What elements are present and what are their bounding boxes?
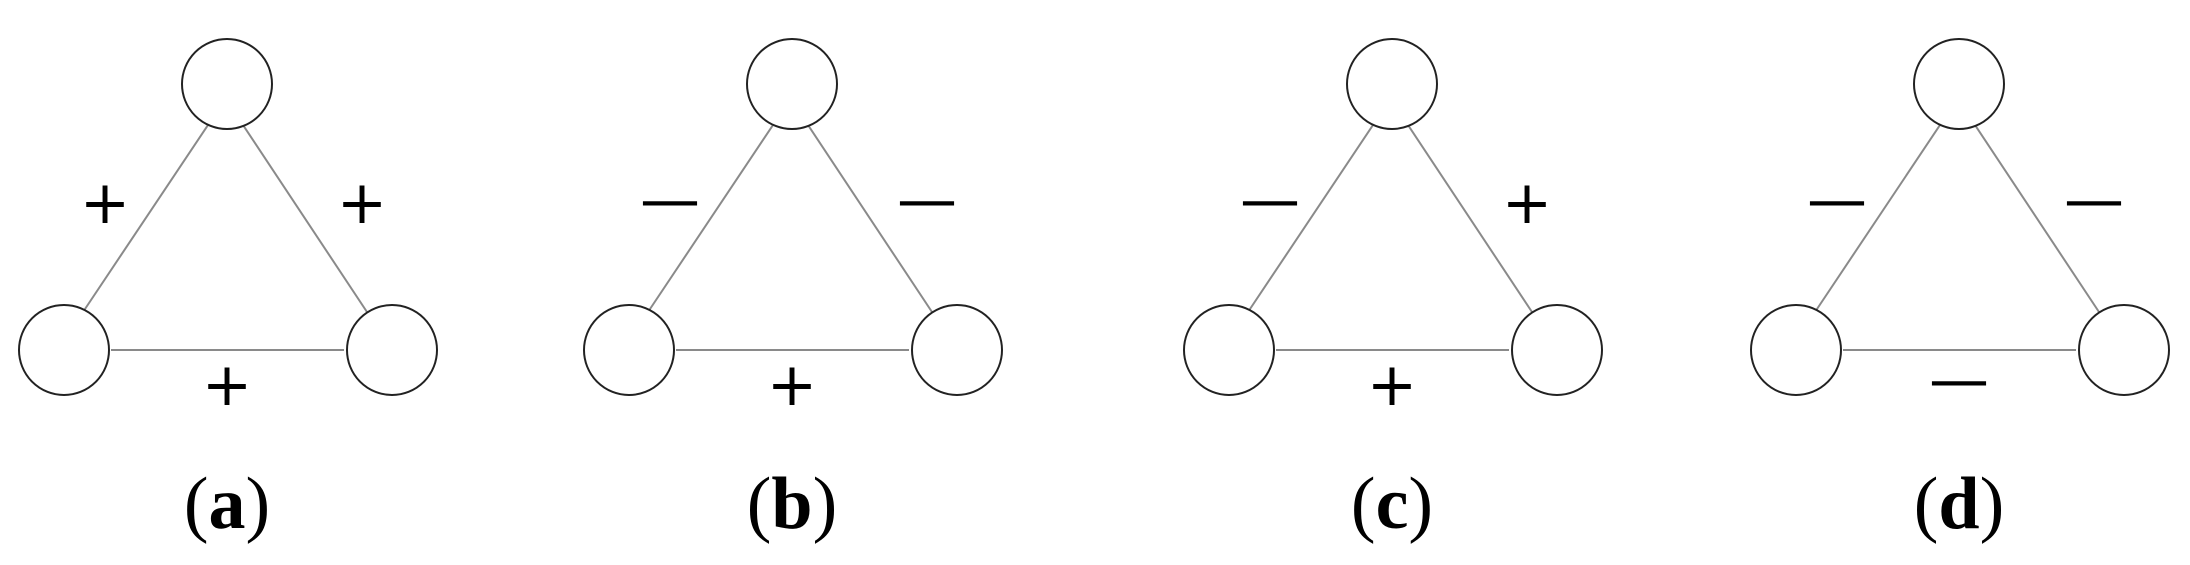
sign-right-d: — <box>2064 165 2124 235</box>
node-bottom-right-b <box>911 304 1003 396</box>
edge-right-c <box>1407 124 1533 313</box>
node-bottom-left-c <box>1183 304 1275 396</box>
sign-right-a: + <box>337 168 387 238</box>
edge-right-b <box>807 124 933 313</box>
sign-right-b: — <box>897 165 957 235</box>
panel-b: — — + (b) <box>583 38 1003 545</box>
node-top-a <box>181 38 273 130</box>
panel-label-c: (c) <box>1351 463 1433 545</box>
edge-right-a <box>242 124 368 313</box>
node-bottom-right-a <box>346 304 438 396</box>
edge-left-a <box>82 124 209 313</box>
node-bottom-left-d <box>1750 304 1842 396</box>
sign-left-b: — <box>640 165 700 235</box>
sign-left-a: + <box>80 168 130 238</box>
panel-a: + + + (a) <box>18 38 438 545</box>
panel-label-a: (a) <box>184 463 270 545</box>
node-bottom-left-a <box>18 304 110 396</box>
edge-right-d <box>1974 124 2100 313</box>
node-top-d <box>1913 38 2005 130</box>
sign-bottom-a: + <box>202 350 252 420</box>
node-bottom-right-c <box>1511 304 1603 396</box>
node-top-b <box>746 38 838 130</box>
panel-c: — + + (c) <box>1183 38 1603 545</box>
node-top-c <box>1346 38 1438 130</box>
sign-bottom-d: — <box>1929 345 1989 415</box>
sign-left-c: — <box>1240 165 1300 235</box>
edge-left-b <box>647 124 774 313</box>
edge-left-c <box>1247 124 1374 313</box>
node-bottom-right-d <box>2078 304 2170 396</box>
node-bottom-left-b <box>583 304 675 396</box>
panel-label-b: (b) <box>747 463 837 545</box>
sign-left-d: — <box>1807 165 1867 235</box>
sign-bottom-b: + <box>767 350 817 420</box>
sign-bottom-c: + <box>1367 350 1417 420</box>
panel-d: — — — (d) <box>1750 38 2170 545</box>
edge-left-d <box>1814 124 1941 313</box>
panel-label-d: (d) <box>1914 463 2004 545</box>
sign-right-c: + <box>1502 168 1552 238</box>
